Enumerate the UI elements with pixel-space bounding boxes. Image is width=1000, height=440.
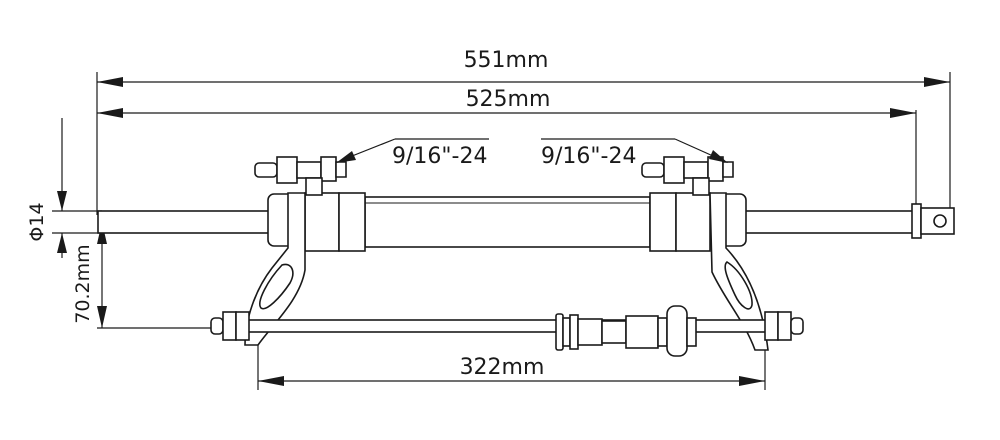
body-length-label: 525mm <box>466 87 551 112</box>
right-hydraulic-fitting <box>641 156 734 196</box>
bracket-span-dimension <box>257 345 766 390</box>
right-fitting-leader <box>541 138 728 163</box>
overall-length-dimension <box>96 72 951 215</box>
left-mounting-bracket <box>244 192 306 346</box>
tie-rod-coupler <box>555 305 697 357</box>
right-end-cap <box>649 192 747 252</box>
bracket-span-label: 322mm <box>460 355 545 380</box>
left-port-label: 9/16"-24 <box>392 144 487 169</box>
mount-offset-dimension <box>97 222 212 329</box>
rod-diameter-label: Φ14 <box>26 202 48 241</box>
left-tie-rod-nuts <box>210 311 250 341</box>
right-tie-rod-nuts <box>764 311 804 341</box>
left-hydraulic-fitting <box>254 156 347 196</box>
body-length-dimension <box>97 108 917 205</box>
left-end-cap <box>267 192 366 252</box>
right-mounting-bracket <box>709 192 769 351</box>
rod-diameter-dimension <box>52 118 102 258</box>
tie-rod <box>214 319 786 333</box>
right-port-label: 9/16"-24 <box>541 144 636 169</box>
mount-offset-label: 70.2mm <box>72 244 94 323</box>
overall-length-label: 551mm <box>464 48 549 73</box>
left-fitting-leader <box>336 138 489 163</box>
rod-end-clevis <box>911 203 955 239</box>
cylinder-barrel <box>364 196 651 248</box>
